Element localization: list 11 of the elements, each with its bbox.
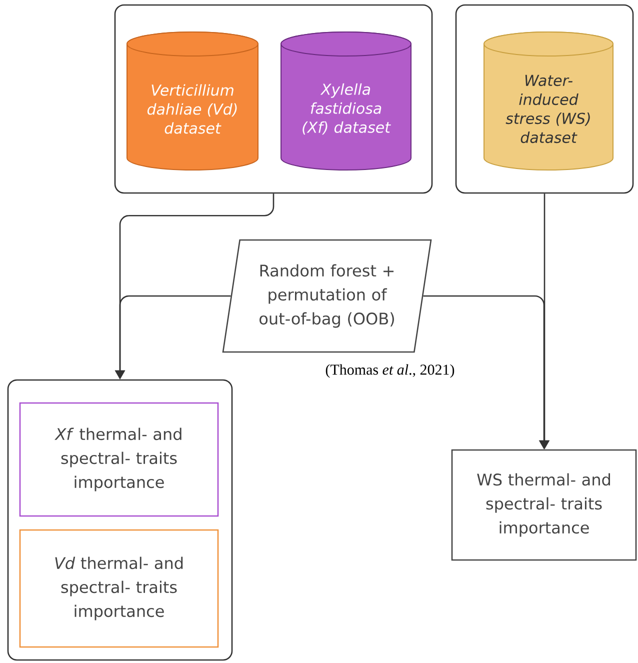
result-box: WS thermal- and spectral- traits importance	[451, 449, 637, 561]
database-cylinder: Xylella fastidiosa (Xf) dataset	[280, 32, 412, 170]
result-box: Xf thermal- and spectral- traits importance	[19, 402, 219, 517]
database-cylinder: Verticillium dahliae (Vd) dataset	[126, 32, 258, 170]
container-box	[7, 379, 233, 661]
result-box: Vd thermal- and spectral- traits importance	[19, 529, 219, 648]
citation-text: (Thomas et al., 2021)	[326, 364, 454, 378]
container-box	[455, 4, 634, 194]
database-cylinder: Water-induced stress (WS) dataset	[484, 32, 614, 170]
container-box	[114, 4, 433, 194]
process-parallelogram: Random forest + permutation of out-of-bag (OOB)	[222, 239, 432, 353]
